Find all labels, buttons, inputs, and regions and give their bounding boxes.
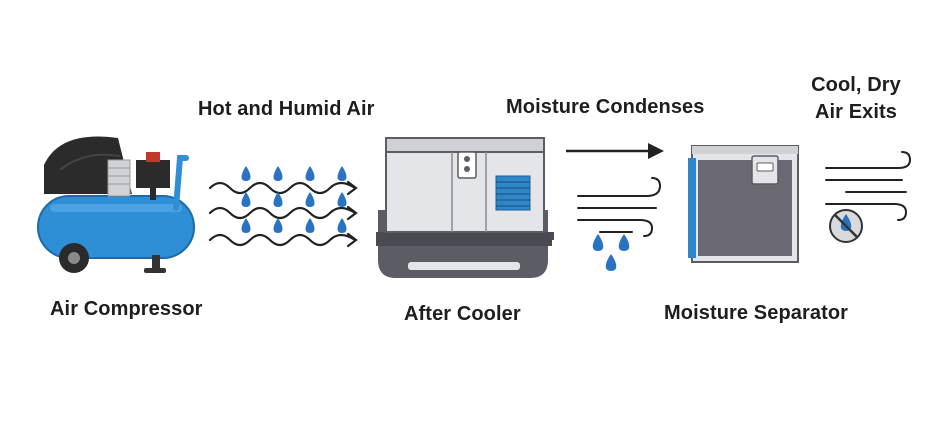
hot-humid-air-flow-icon [208,180,358,248]
flow-arrow-icon [566,143,664,159]
wind-icon [577,177,662,237]
label-after-cooler: After Cooler [404,303,521,325]
after-cooler-icon [376,137,554,278]
label-cool-dry-line2: Air Exits [814,101,898,123]
label-cool-dry-line1: Cool, Dry [811,74,901,96]
water-drops-icon [241,166,347,233]
label-air-compressor: Air Compressor [50,298,203,320]
label-moisture-condenses: Moisture Condenses [506,96,705,118]
no-moisture-icon [829,209,863,243]
label-cool-dry: Cool, Dry Air Exits [806,74,906,124]
condensed-drops-icon [592,234,630,271]
label-hot-humid-air: Hot and Humid Air [198,98,375,120]
moisture-separator-icon [688,145,799,263]
air-compressor-icon [37,136,195,273]
dry-air-wind-icon [825,151,912,221]
label-moisture-separator: Moisture Separator [664,302,849,324]
